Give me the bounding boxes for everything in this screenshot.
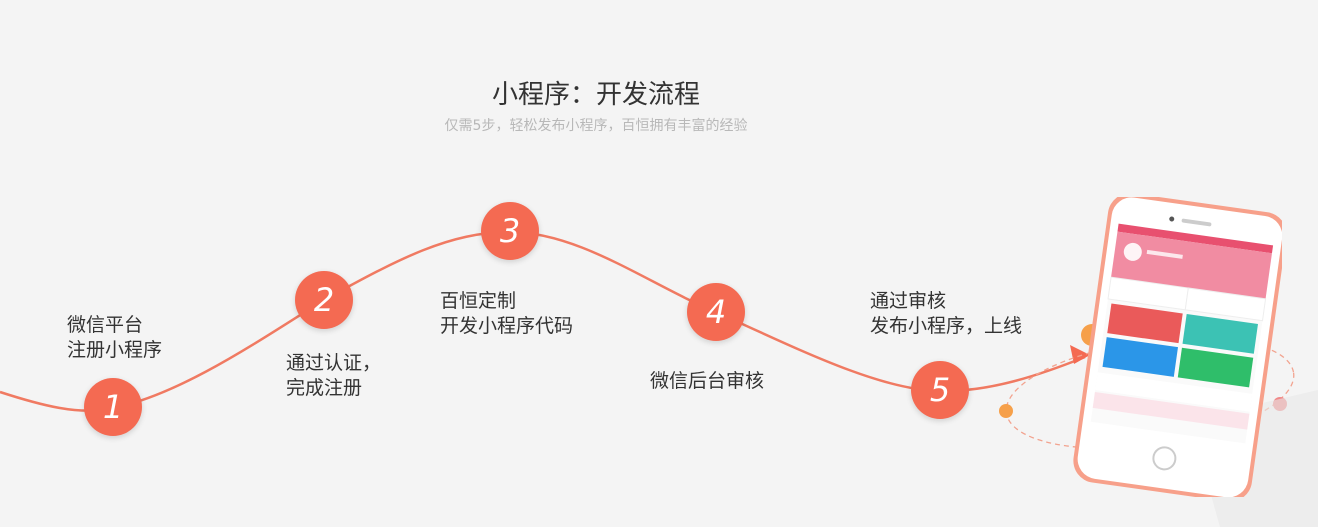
orbit-dot-small: [999, 404, 1013, 418]
arrow-head-icon: [1070, 345, 1090, 364]
step-1-badge: 1: [84, 378, 142, 436]
step-4-badge: 4: [687, 283, 745, 341]
step-3-badge: 3: [481, 202, 539, 260]
step-1-label: 微信平台注册小程序: [67, 314, 163, 361]
phone-illustration: [1073, 197, 1282, 497]
step-5-badge: 5: [911, 361, 969, 419]
step-4-label: 微信后台审核: [650, 370, 765, 392]
step-2-badge: 2: [295, 271, 353, 329]
page-title: 小程序：开发流程: [491, 80, 700, 110]
step-2-label: 通过认证，完成注册: [286, 352, 382, 399]
step-5-label: 通过审核发布小程序，上线: [870, 290, 1023, 337]
step-3-label: 百恒定制开发小程序代码: [440, 290, 574, 337]
page-subtitle: 仅需5步，轻松发布小程序，百恒拥有丰富的经验: [444, 118, 748, 134]
